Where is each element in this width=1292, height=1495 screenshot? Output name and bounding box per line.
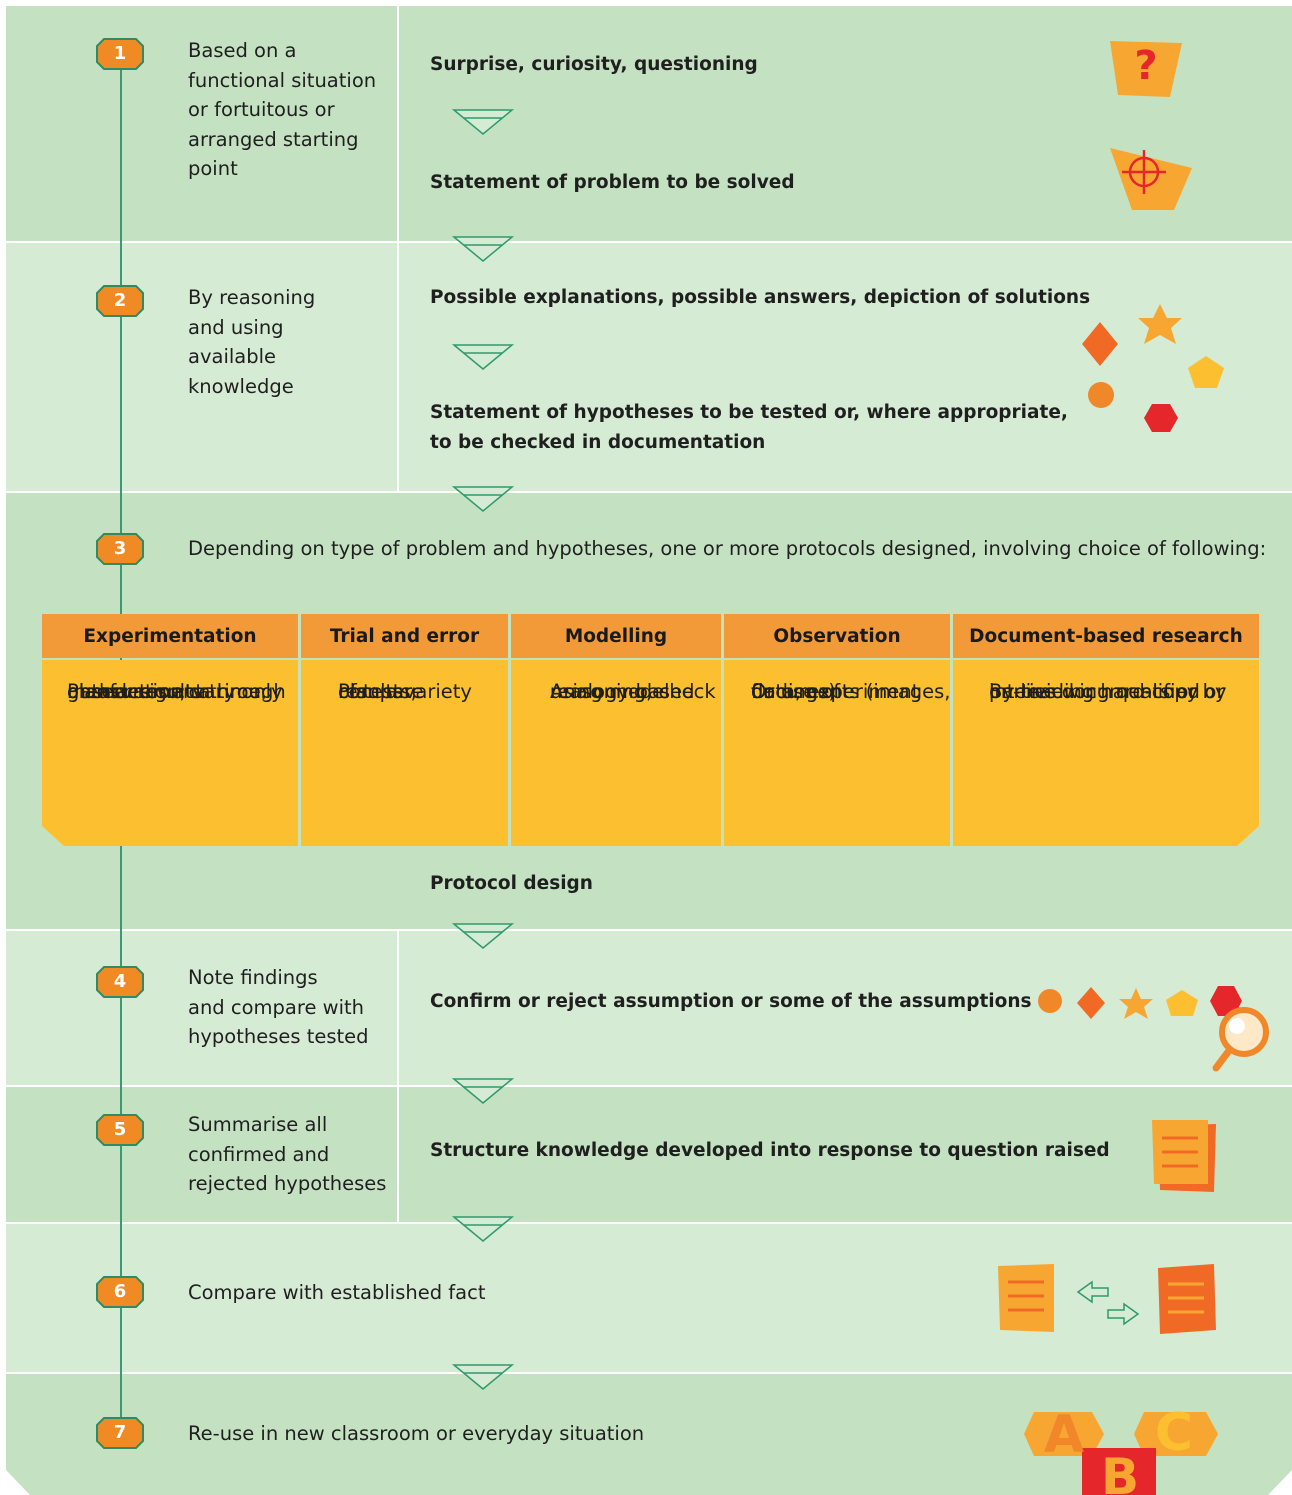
outcome-text: Statement of hypotheses to be tested or,… [430, 402, 1068, 453]
step-6-badge: 6 [96, 1276, 144, 1308]
target-icon [1110, 148, 1192, 210]
step-4-badge: 4 [96, 966, 144, 998]
protocol-header-modelling: Modelling [511, 614, 721, 658]
question-mark-icon: ? [1110, 41, 1182, 97]
down-arrow-icon [452, 1364, 514, 1390]
step-4-band [6, 931, 1292, 1085]
outcome-text: Possible explanations, possible answers,… [430, 287, 1091, 308]
outcome-text: Statement of problem to be solved [430, 172, 795, 193]
down-arrow-icon [452, 344, 514, 370]
down-arrow-icon [452, 486, 514, 512]
document-icon [1152, 1120, 1216, 1192]
svg-text:B: B [1101, 1448, 1139, 1495]
down-arrow-icon [452, 1078, 514, 1104]
svg-text:A: A [1044, 1405, 1084, 1465]
step-number: 1 [113, 43, 127, 64]
step-3-description: Depending on type of problem and hypothe… [188, 537, 1267, 560]
step-7-badge: 7 [96, 1417, 144, 1449]
step-2-band [6, 243, 1292, 491]
step-number: 2 [113, 290, 127, 311]
step-number: 5 [113, 1119, 127, 1140]
step-6-band [6, 1224, 1292, 1372]
down-arrow-icon [452, 1216, 514, 1242]
shapes-magnifier-icon [1038, 986, 1269, 1072]
protocol-header-trial-and-error: Trial and error [301, 614, 508, 658]
outcome-text: Confirm or reject assumption or some of … [430, 991, 1032, 1012]
svg-text:C: C [1155, 1403, 1193, 1463]
outcome-text: Protocol design [430, 873, 593, 894]
column-divider [397, 931, 399, 1222]
step-number: 7 [113, 1422, 127, 1443]
step-1-band [6, 6, 1292, 241]
step-number: 3 [113, 538, 127, 559]
step-7-description: Re-use in new classroom or everyday situ… [188, 1422, 645, 1445]
outcome-text: Surprise, curiosity, questioning [430, 54, 758, 75]
step-6-description: Compare with established fact [188, 1281, 486, 1304]
step-2-badge: 2 [96, 285, 144, 317]
down-arrow-icon [452, 236, 514, 262]
down-arrow-icon [452, 109, 514, 135]
compare-documents-icon [998, 1264, 1216, 1334]
step-5-band [6, 1087, 1292, 1222]
bottom-corner-cut [0, 1470, 1292, 1495]
step-number: 6 [113, 1281, 127, 1302]
step-number: 4 [113, 971, 127, 992]
abc-blocks-icon: A B C [1024, 1403, 1218, 1495]
hypothesis-shapes-icon [1082, 304, 1224, 432]
svg-text:?: ? [1134, 43, 1157, 89]
down-arrow-icon [452, 923, 514, 949]
protocol-header-experimentation: Experimentation [42, 614, 298, 658]
step-5-badge: 5 [96, 1114, 144, 1146]
protocol-header-observation: Observation [724, 614, 950, 658]
column-divider [397, 6, 399, 493]
step-1-badge: 1 [96, 38, 144, 70]
step-3-badge: 3 [96, 533, 144, 565]
protocol-header-document-research: Document-based research [953, 614, 1259, 658]
outcome-text: Structure knowledge developed into respo… [430, 1140, 1110, 1161]
